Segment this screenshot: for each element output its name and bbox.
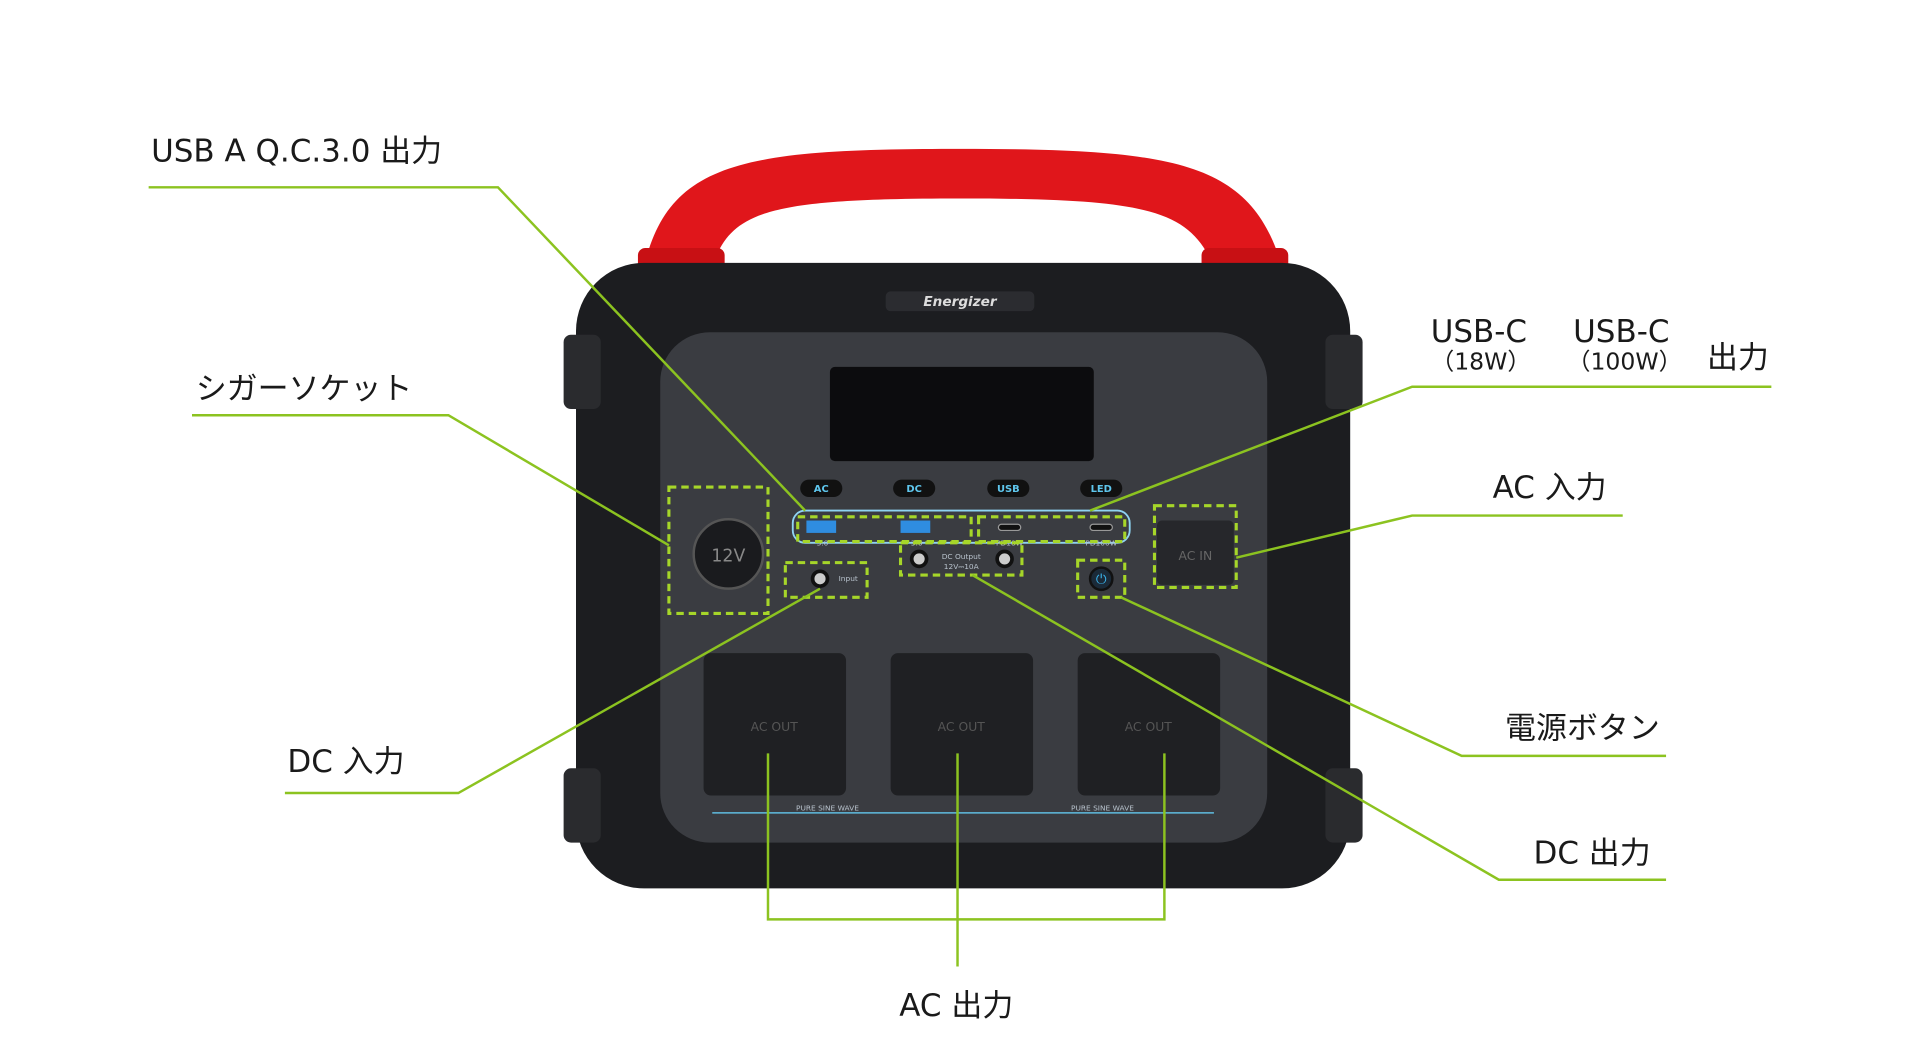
svg-text:AC OUT: AC OUT bbox=[751, 720, 799, 734]
label-usb-c-18-sub: （18W） bbox=[1431, 347, 1531, 375]
cigar-socket bbox=[692, 518, 765, 590]
svg-text:USB: USB bbox=[997, 484, 1020, 495]
ac-button[interactable] bbox=[800, 479, 843, 497]
svg-text:PURE SINE WAVE: PURE SINE WAVE bbox=[796, 803, 859, 812]
svg-text:LED: LED bbox=[1091, 484, 1112, 495]
display-screen bbox=[829, 366, 1094, 462]
svg-text:3.0: 3.0 bbox=[817, 538, 829, 547]
power-button[interactable] bbox=[1088, 566, 1114, 592]
svg-text:DC Output: DC Output bbox=[942, 552, 981, 561]
label-dc-input: DC 入力 bbox=[287, 744, 404, 780]
svg-text:Input: Input bbox=[839, 574, 858, 583]
label-dc-output: DC 出力 bbox=[1534, 836, 1651, 872]
svg-text:PD100W: PD100W bbox=[1085, 538, 1117, 547]
svg-text:AC OUT: AC OUT bbox=[1125, 720, 1173, 734]
usb-a-port bbox=[806, 520, 837, 533]
leader-lines bbox=[148, 186, 1772, 967]
dc-output-port bbox=[995, 549, 1014, 569]
label-usb-c-output: 出力 bbox=[1707, 340, 1769, 376]
dc-button[interactable] bbox=[893, 479, 936, 497]
label-usb-a: USB A Q.C.3.0 出力 bbox=[151, 133, 442, 169]
svg-text:AC: AC bbox=[814, 484, 829, 495]
usb-a-port bbox=[900, 520, 931, 533]
label-power-button: 電源ボタン bbox=[1505, 711, 1660, 747]
label-ac-input: AC 入力 bbox=[1493, 470, 1607, 506]
ac-out-cover bbox=[1077, 653, 1221, 796]
svg-text:AC OUT: AC OUT bbox=[938, 720, 986, 734]
handle bbox=[644, 148, 1283, 267]
svg-text:12V⎓10A: 12V⎓10A bbox=[944, 562, 980, 571]
svg-text:12V: 12V bbox=[711, 546, 745, 566]
dc-output-port bbox=[909, 549, 929, 569]
svg-text:AC IN: AC IN bbox=[1178, 549, 1212, 563]
dc-input-port bbox=[810, 569, 830, 589]
power-icon: ⏻ bbox=[1096, 572, 1107, 588]
ac-out-cover bbox=[890, 653, 1034, 796]
ac-out-cover bbox=[703, 653, 847, 796]
svg-text:PURE SINE WAVE: PURE SINE WAVE bbox=[1071, 803, 1134, 812]
svg-text:DC: DC bbox=[906, 484, 921, 495]
label-usb-c-100: USB-C bbox=[1573, 314, 1669, 350]
power-station: Energizer AC DC USB LED 3.0 3.0 PD18W PD… bbox=[563, 148, 1363, 889]
label-cigar-socket: シガーソケット bbox=[196, 371, 413, 407]
label-usb-c-100-sub: （100W） bbox=[1567, 347, 1682, 375]
usb-c-port bbox=[997, 523, 1022, 532]
usb-c-port bbox=[1089, 523, 1113, 532]
label-ac-output: AC 出力 bbox=[899, 988, 1013, 1024]
usb-button[interactable] bbox=[987, 479, 1030, 497]
led-button[interactable] bbox=[1080, 479, 1123, 497]
brand-logo: Energizer bbox=[923, 294, 997, 310]
label-usb-c-18: USB-C bbox=[1431, 314, 1527, 350]
ac-in-cover bbox=[1156, 520, 1234, 585]
